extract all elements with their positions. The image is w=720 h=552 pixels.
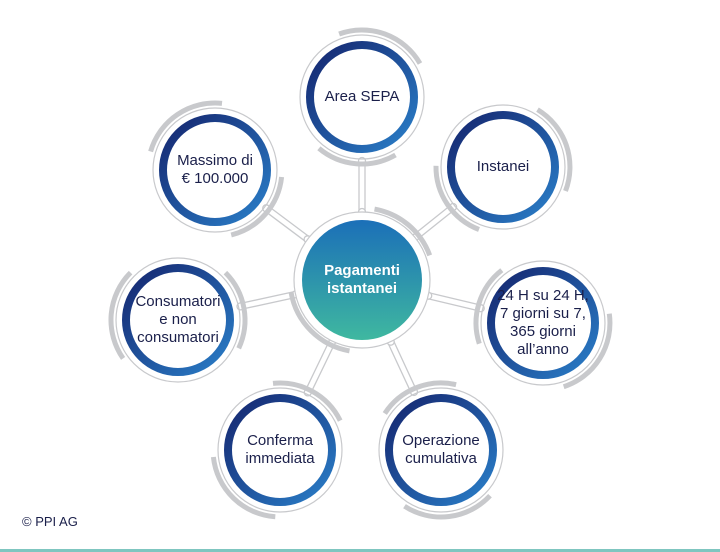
node-arc-b-consumatori (223, 270, 248, 350)
node-outline-consumatori (115, 257, 241, 383)
node-outline-operazione-cumulativa (378, 387, 504, 513)
connector-line-instanei-1 (416, 208, 456, 241)
bottom-rule (0, 549, 720, 552)
connector-line-massimo-0 (264, 210, 307, 243)
node-arc-b-operazione-cumulativa (382, 380, 457, 415)
node-label-24h: 24 H su 24 H, 7 giorni su 7, 365 giorni … (497, 287, 589, 358)
node-label-conferma-immediata: Conferma immediata (245, 432, 315, 467)
node-shapes (108, 27, 613, 520)
node-outline-24h (480, 260, 606, 386)
connector-line-24h-0 (428, 292, 482, 306)
node-arc-a-conferma-immediata (210, 456, 276, 520)
node-arc-b-area-sepa (317, 146, 397, 167)
node-ring-instanei (447, 111, 559, 223)
hub-arc-a (374, 206, 433, 257)
connector-line-operazione-cumulativa-0 (392, 340, 418, 391)
connector-line-consumatori-0 (241, 296, 297, 310)
node-label-operazione-cumulativa: Operazione cumulativa (402, 432, 480, 467)
node-ring-24h (487, 267, 599, 379)
node-outline-area-sepa (299, 34, 425, 160)
connector-line-conferma-immediata-0 (309, 342, 336, 394)
node-label-consumatori: Consumatori e non consumatori (135, 293, 221, 346)
node-ring-massimo (159, 114, 271, 226)
node-arc-a-operazione-cumulativa (403, 493, 492, 520)
node-outline-instanei (440, 104, 566, 230)
connector-line-consumatori-1 (239, 290, 296, 305)
node-arc-b-24h (473, 268, 504, 345)
center-hub (288, 206, 433, 354)
connector-line-operazione-cumulativa-1 (387, 342, 412, 394)
node-ring-operazione-cumulativa (385, 394, 497, 506)
node-arc-a-massimo (148, 100, 223, 153)
node-label-massimo: Massimo di € 100.000 (177, 152, 253, 187)
node-ring-area-sepa (306, 41, 418, 153)
node-arc-a-consumatori (108, 270, 133, 360)
node-arc-b-instanei (433, 165, 480, 232)
node-label-area-sepa: Area SEPA (324, 88, 400, 105)
node-outline-conferma-immediata (217, 387, 343, 513)
node-ring-consumatori (122, 264, 234, 376)
node-ring-conferma-immediata (224, 394, 336, 506)
connector-line-instanei-0 (412, 204, 452, 236)
node-outline-massimo (152, 107, 278, 233)
node-arc-b-massimo (230, 176, 285, 238)
connector-line-24h-1 (427, 297, 481, 312)
hub-arc-b (288, 292, 350, 354)
center-label: Pagamenti istantanei (324, 262, 400, 297)
node-arc-b-conferma-immediata (272, 380, 343, 422)
node-arc-a-instanei (536, 107, 573, 192)
node-arc-a-24h (562, 313, 613, 390)
copyright-text: © PPI AG (22, 514, 78, 529)
node-label-instanei: Instanei (476, 158, 530, 175)
connector-line-conferma-immediata-1 (304, 339, 331, 392)
node-arc-a-area-sepa (338, 27, 423, 65)
connector-line-massimo-1 (267, 205, 310, 238)
hub-circle (302, 220, 422, 340)
